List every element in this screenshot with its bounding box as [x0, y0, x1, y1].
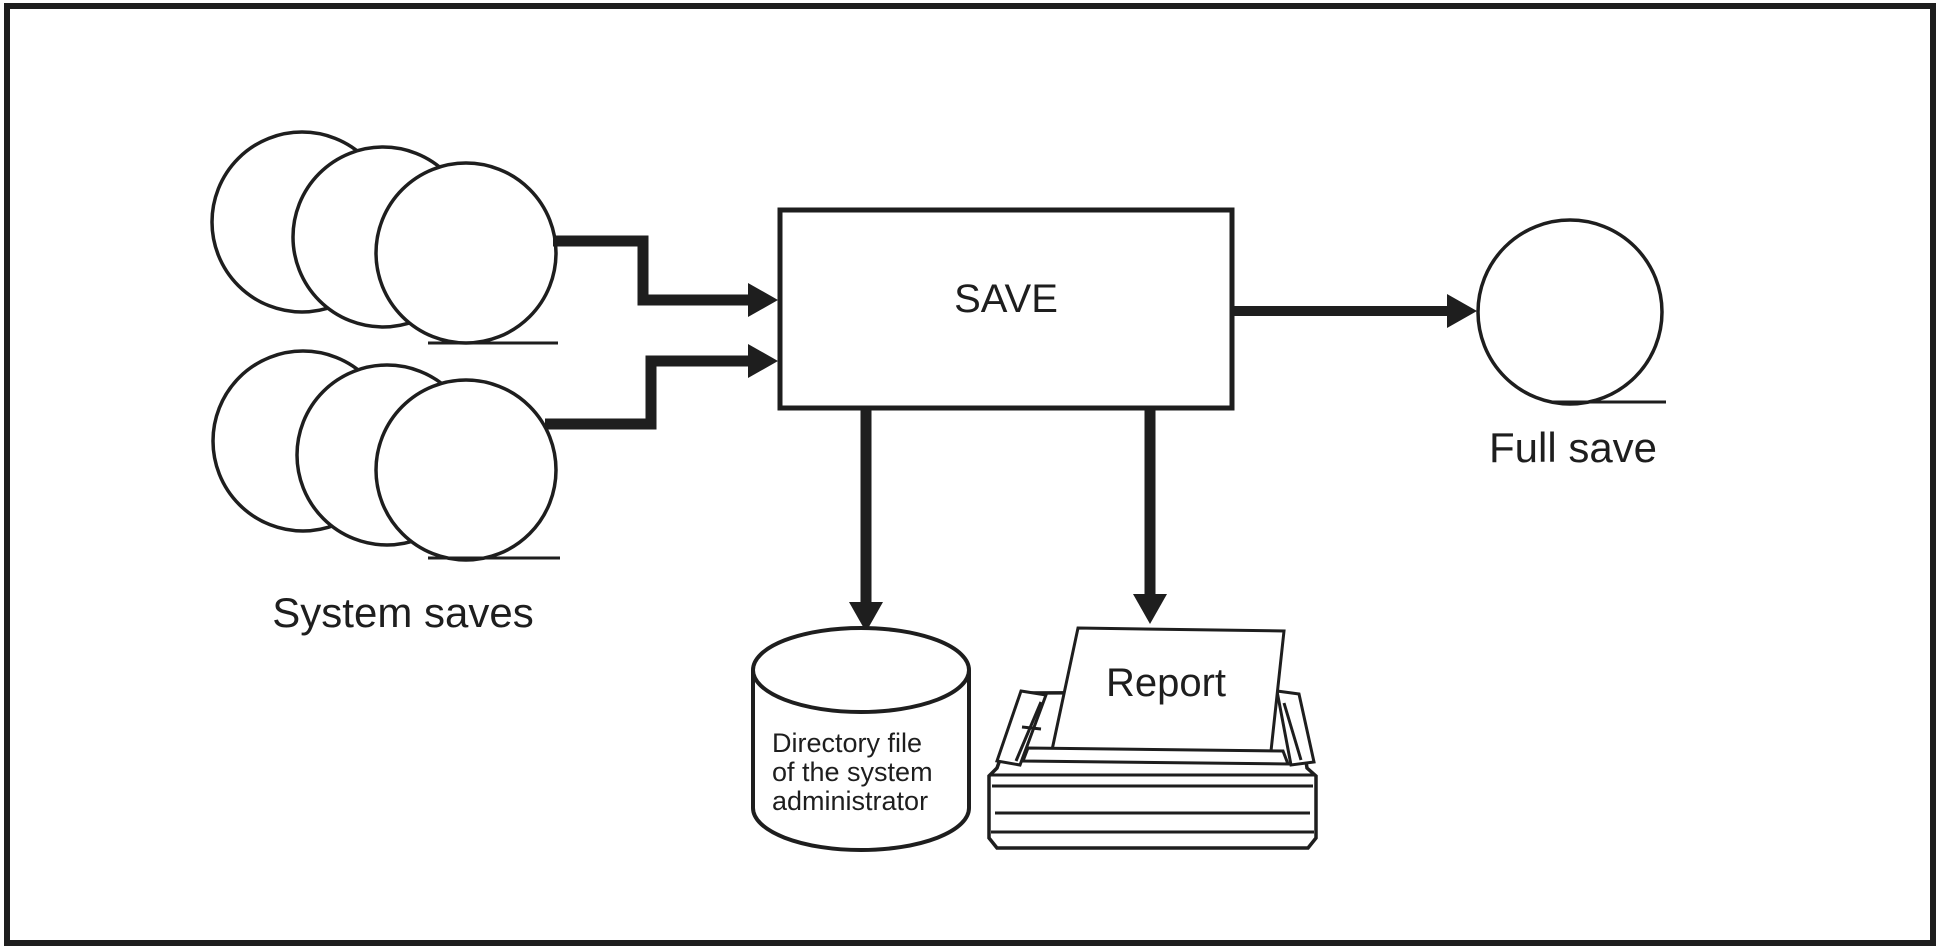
- tape-reel-icon: [374, 378, 558, 562]
- directory-file-label-line2: of the system: [772, 757, 933, 787]
- cylinder-top: [751, 626, 971, 714]
- directory-file-label-line1: Directory file: [772, 728, 922, 758]
- arrowhead-icon: [748, 344, 778, 378]
- arrowhead-icon: [1447, 294, 1477, 328]
- full-save-tape: Full save: [1476, 218, 1666, 471]
- tape-reel-icon: [1476, 218, 1664, 406]
- arrow-save-to-directory: [849, 408, 883, 632]
- printer-slot-lip: [1020, 746, 1291, 766]
- figure-border: [4, 3, 1936, 946]
- directory-file-label-line3: administrator: [772, 786, 928, 816]
- full-save-label: Full save: [1489, 424, 1657, 471]
- report-paper: Report: [1050, 626, 1286, 753]
- tape-stack-bottom: [211, 349, 560, 562]
- report-label: Report: [1106, 661, 1226, 705]
- arrowhead-icon: [748, 283, 778, 317]
- tape-stack-top: [210, 130, 558, 345]
- directory-file-cylinder: Directory file of the system administrat…: [751, 626, 971, 852]
- arrowhead-icon: [1133, 594, 1167, 624]
- paper-guide-left: [995, 689, 1049, 767]
- paper-guide-right: [1275, 689, 1316, 767]
- save-box-label: SAVE: [954, 277, 1058, 321]
- tape-reel-icon: [374, 161, 558, 345]
- arrow-save-to-full-save: [1232, 294, 1477, 328]
- save-box: SAVE: [777, 207, 1235, 411]
- system-saves-label: System saves: [272, 589, 533, 636]
- arrow-bottom-tapes-to-save: [545, 344, 778, 430]
- arrow-top-tapes-to-save: [553, 235, 778, 317]
- arrow-save-to-printer: [1133, 408, 1167, 624]
- process-rect: [777, 207, 1235, 411]
- arrowhead-icon: [849, 602, 883, 632]
- report-printer: Report: [987, 626, 1318, 850]
- cylinder-body: [751, 670, 971, 852]
